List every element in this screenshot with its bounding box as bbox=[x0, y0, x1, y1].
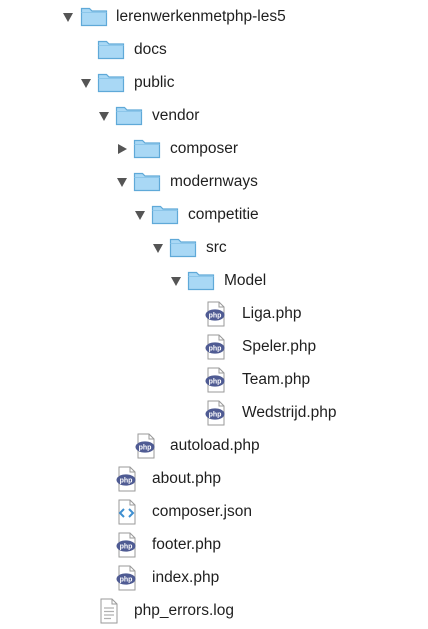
folder-icon bbox=[80, 5, 108, 27]
tree-item-label: Model bbox=[224, 272, 267, 289]
tree-item-src[interactable]: src bbox=[0, 233, 428, 263]
tree-item-label: composer.json bbox=[152, 503, 252, 520]
tree-item-label: competitie bbox=[188, 206, 259, 223]
folder-icon bbox=[133, 137, 161, 159]
tree-item-label: Team.php bbox=[242, 371, 311, 388]
tree-item-wedstrijd[interactable]: Wedstrijd.php bbox=[0, 398, 428, 428]
tree-item-speler[interactable]: Speler.php bbox=[0, 332, 428, 362]
expand-down-arrow-icon[interactable] bbox=[99, 112, 109, 121]
tree-item-label: Wedstrijd.php bbox=[242, 404, 337, 421]
php-file-icon bbox=[205, 367, 227, 393]
php-file-icon bbox=[205, 301, 227, 327]
collapse-right-arrow-icon[interactable] bbox=[118, 144, 127, 154]
tree-item-errors-log[interactable]: php_errors.log bbox=[0, 596, 428, 626]
tree-item-docs[interactable]: docs bbox=[0, 35, 428, 65]
expand-down-arrow-icon[interactable] bbox=[153, 244, 163, 253]
tree-item-label: footer.php bbox=[152, 536, 221, 553]
folder-icon bbox=[133, 170, 161, 192]
tree-item-label: docs bbox=[134, 41, 167, 58]
tree-item-label: php_errors.log bbox=[134, 602, 234, 619]
php-file-icon bbox=[116, 466, 138, 492]
expand-down-arrow-icon[interactable] bbox=[117, 178, 127, 187]
tree-item-label: Speler.php bbox=[242, 338, 317, 355]
folder-icon bbox=[97, 38, 125, 60]
tree-item-label: vendor bbox=[152, 107, 200, 124]
expand-down-arrow-icon[interactable] bbox=[135, 211, 145, 220]
tree-item-public[interactable]: public bbox=[0, 68, 428, 98]
tree-item-label: src bbox=[206, 239, 227, 256]
tree-item-label: composer bbox=[170, 140, 239, 157]
tree-item-autoload[interactable]: autoload.php bbox=[0, 431, 428, 461]
tree-item-modernways[interactable]: modernways bbox=[0, 167, 428, 197]
php-file-icon bbox=[116, 565, 138, 591]
php-file-icon bbox=[116, 532, 138, 558]
text-file-icon bbox=[98, 598, 120, 624]
tree-item-competitie[interactable]: competitie bbox=[0, 200, 428, 230]
json-file-icon bbox=[116, 499, 138, 525]
tree-item-liga[interactable]: Liga.php bbox=[0, 299, 428, 329]
tree-item-vendor[interactable]: vendor bbox=[0, 101, 428, 131]
php-file-icon bbox=[205, 334, 227, 360]
php-file-icon bbox=[205, 400, 227, 426]
tree-item-label: public bbox=[134, 74, 175, 91]
expand-down-arrow-icon[interactable] bbox=[171, 277, 181, 286]
tree-item-root[interactable]: lerenwerkenmetphp-les5 bbox=[0, 2, 428, 32]
folder-icon bbox=[151, 203, 179, 225]
tree-item-composer-dir[interactable]: composer bbox=[0, 134, 428, 164]
folder-icon bbox=[97, 71, 125, 93]
tree-item-composer-json[interactable]: composer.json bbox=[0, 497, 428, 527]
tree-item-label: Liga.php bbox=[242, 305, 302, 322]
folder-icon bbox=[169, 236, 197, 258]
tree-item-label: about.php bbox=[152, 470, 221, 487]
folder-icon bbox=[115, 104, 143, 126]
expand-down-arrow-icon[interactable] bbox=[81, 79, 91, 88]
tree-item-about[interactable]: about.php bbox=[0, 464, 428, 494]
tree-item-label: lerenwerkenmetphp-les5 bbox=[116, 8, 286, 25]
tree-item-label: index.php bbox=[152, 569, 220, 586]
tree-item-footer[interactable]: footer.php bbox=[0, 530, 428, 560]
tree-item-label: modernways bbox=[170, 173, 258, 190]
php-file-icon bbox=[135, 433, 157, 459]
tree-item-label: autoload.php bbox=[170, 437, 260, 454]
expand-down-arrow-icon[interactable] bbox=[63, 13, 73, 22]
folder-icon bbox=[187, 269, 215, 291]
tree-item-index[interactable]: index.php bbox=[0, 563, 428, 593]
tree-item-team[interactable]: Team.php bbox=[0, 365, 428, 395]
tree-item-model[interactable]: Model bbox=[0, 266, 428, 296]
